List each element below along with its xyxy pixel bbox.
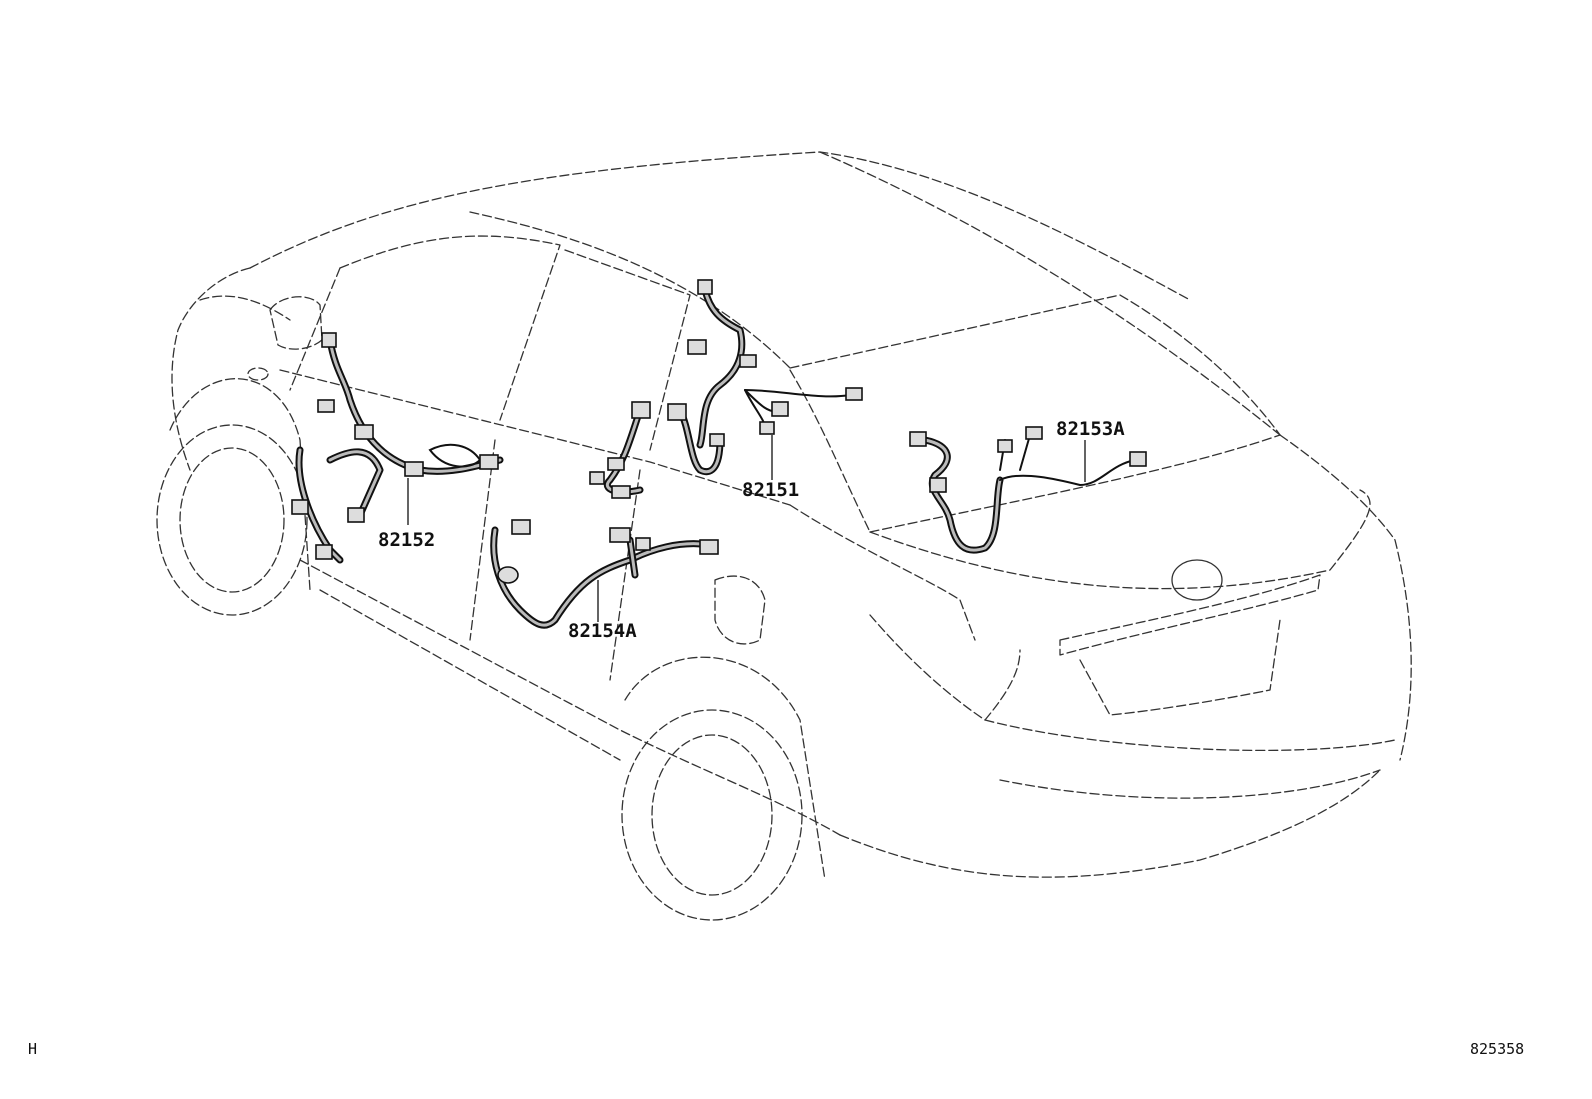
harness-82151 [589, 279, 863, 499]
label-82154A: 82154A [568, 620, 637, 642]
page-code-left: H [28, 1040, 38, 1058]
label-82152: 82152 [378, 529, 435, 551]
diagram-number: 825358 [1470, 1040, 1525, 1058]
car-outline [156, 151, 1412, 921]
harness-82154A [490, 519, 719, 629]
label-82151: 82151 [742, 479, 799, 501]
label-82153A: 82153A [1056, 418, 1125, 440]
harness-82152 [291, 332, 504, 564]
harness-82153A [909, 426, 1147, 554]
